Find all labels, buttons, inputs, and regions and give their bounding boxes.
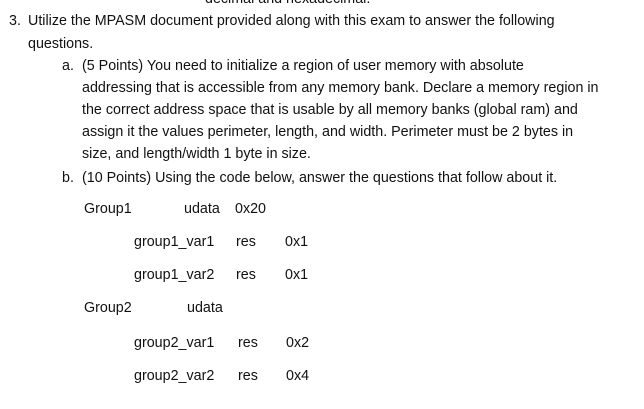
code-label: Group2 [84,300,132,316]
code-directive: res [236,234,256,250]
code-directive: udata [187,300,223,316]
code-arg: 0x4 [286,368,310,384]
question-number: 3. [9,13,21,29]
subquestion-label: a. [62,58,74,74]
code-directive: res [238,368,258,384]
code-arg: 0x2 [286,335,310,351]
subquestion-label: b. [62,170,74,186]
code-directive: udata [184,201,220,217]
code-label: group1_var2 [134,267,215,283]
code-arg: 0x1 [285,234,309,250]
subquestion-text: the correct address space that is usable… [82,102,578,118]
code-arg: 0x1 [285,267,309,283]
subquestion-text: size, and length/width 1 byte in size. [82,146,311,162]
subquestion-text: addressing that is accessible from any m… [82,80,599,96]
code-label: Group1 [84,201,132,217]
code-label: group2_var1 [134,335,215,351]
code-directive: res [236,267,256,283]
subquestion-text: assign it the values perimeter, length, … [82,124,574,140]
cut-off-line: decimal and hexadecimal. [205,0,370,8]
code-label: group1_var1 [134,234,215,250]
question-text: Utilize the MPASM document provided alon… [28,13,555,29]
subquestion-text: (5 Points) You need to initialize a regi… [82,58,524,74]
subquestion-text: (10 Points) Using the code below, answer… [82,170,558,186]
code-directive: res [238,335,258,351]
code-arg: 0x20 [235,201,267,217]
code-label: group2_var2 [134,368,215,384]
question-text: questions. [28,36,94,52]
